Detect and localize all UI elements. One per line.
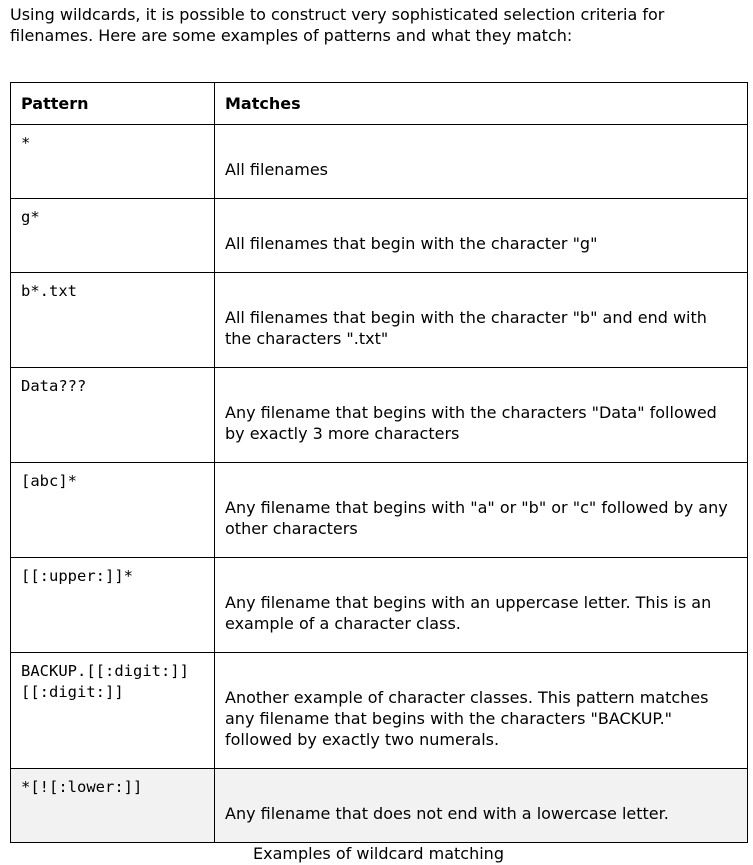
- matches-cell: Any filename that begins with an upperca…: [214, 557, 748, 653]
- pattern-cell: [abc]*: [10, 462, 215, 558]
- wildcard-table: Pattern Matches * All filenames g* All f…: [10, 82, 748, 843]
- table-row: [abc]* Any filename that begins with "a"…: [10, 462, 748, 558]
- pattern-cell: Data???: [10, 367, 215, 463]
- table-row: Data??? Any filename that begins with th…: [10, 367, 748, 463]
- pattern-cell: *[![:lower:]]: [10, 768, 215, 843]
- header-matches: Matches: [214, 82, 748, 125]
- pattern-cell: [[:upper:]]*: [10, 557, 215, 653]
- header-pattern: Pattern: [10, 82, 215, 125]
- matches-cell: All filenames that begin with the charac…: [214, 272, 748, 368]
- matches-cell: Any filename that begins with the charac…: [214, 367, 748, 463]
- table-row: BACKUP.[[:digit:]][[:digit:]] Another ex…: [10, 652, 748, 769]
- table-caption: Examples of wildcard matching: [253, 844, 504, 863]
- intro-paragraph: Using wildcards, it is possible to const…: [10, 5, 665, 45]
- pattern-cell: BACKUP.[[:digit:]][[:digit:]]: [10, 652, 215, 769]
- table-row: *[![:lower:]] Any filename that does not…: [10, 768, 748, 843]
- pattern-cell: *: [10, 124, 215, 199]
- table-header-row: Pattern Matches: [10, 82, 748, 125]
- table-row: [[:upper:]]* Any filename that begins wi…: [10, 557, 748, 653]
- table-row: b*.txt All filenames that begin with the…: [10, 272, 748, 368]
- table-row: g* All filenames that begin with the cha…: [10, 198, 748, 273]
- matches-cell: All filenames that begin with the charac…: [214, 198, 748, 273]
- matches-cell: Any filename that begins with "a" or "b"…: [214, 462, 748, 558]
- table-row: * All filenames: [10, 124, 748, 199]
- matches-cell: Another example of character classes. Th…: [214, 652, 748, 769]
- matches-cell: All filenames: [214, 124, 748, 199]
- pattern-cell: g*: [10, 198, 215, 273]
- matches-cell: Any filename that does not end with a lo…: [214, 768, 748, 843]
- pattern-cell: b*.txt: [10, 272, 215, 368]
